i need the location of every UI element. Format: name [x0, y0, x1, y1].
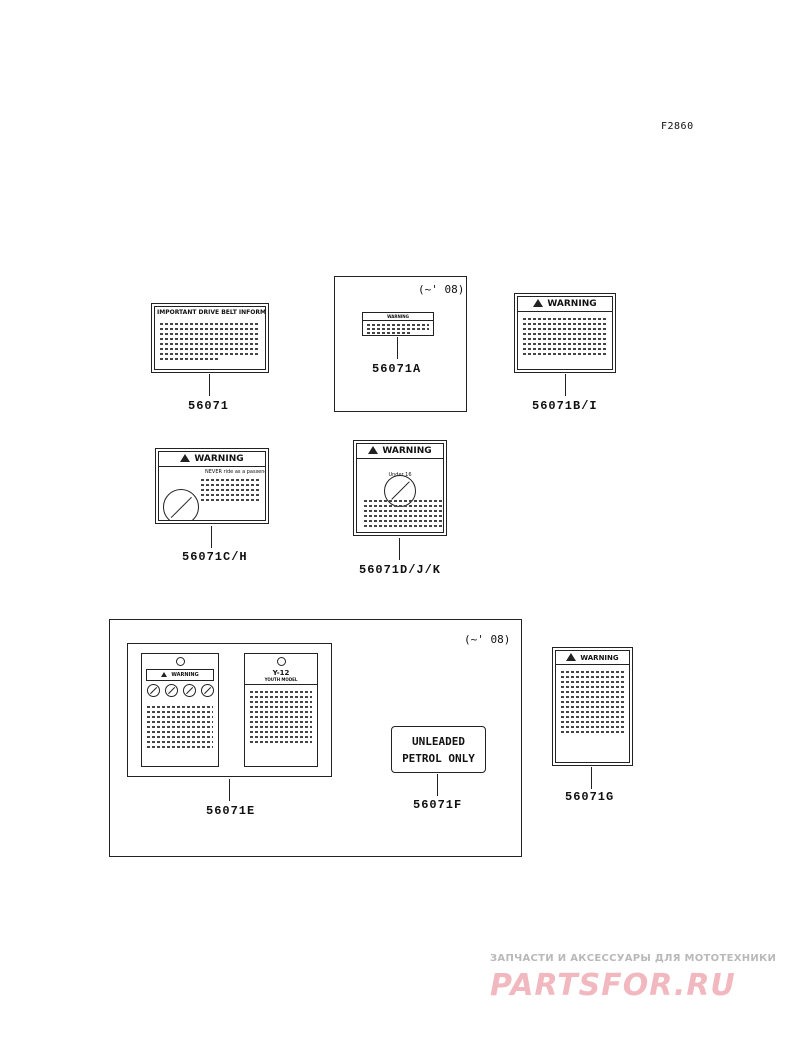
leader-line — [211, 526, 212, 548]
warning-heading: WARNING — [146, 669, 214, 681]
frame-56071E — [127, 643, 332, 777]
label-text-lines — [518, 312, 612, 361]
variant-note: (~' 08) — [464, 633, 511, 646]
pictogram-row — [144, 684, 216, 697]
label-56071F[interactable]: UNLEADED PETROL ONLY — [391, 726, 486, 773]
label-56071B-I[interactable]: WARNING — [514, 293, 616, 373]
part-number-56071C-H[interactable]: 56071C/H — [182, 550, 248, 564]
warning-heading: WARNING — [159, 452, 265, 467]
leader-line — [591, 767, 592, 789]
watermark-caption: ЗАПЧАСТИ И АКСЕССУАРЫ ДЛЯ МОТОТЕХНИКИ — [490, 953, 777, 964]
label-text-lines — [363, 321, 433, 335]
label-56071G[interactable]: WARNING — [552, 647, 633, 766]
variant-frame-56071E-F — [109, 619, 522, 857]
label-56071A[interactable]: WARNING — [362, 312, 434, 336]
label-56071E-tag-warning[interactable]: WARNING — [141, 653, 219, 767]
part-number-56071B-I[interactable]: 56071B/I — [532, 399, 598, 413]
warning-triangle-icon — [368, 446, 379, 454]
prohibition-icon — [146, 684, 160, 697]
part-number-56071A[interactable]: 56071A — [372, 362, 422, 376]
label-56071C-H[interactable]: WARNING NEVER ride as a passenger — [155, 448, 269, 524]
tag-hole-icon — [276, 657, 286, 666]
warning-heading: WARNING — [363, 313, 433, 321]
figure-code: F2860 — [661, 121, 694, 132]
warning-triangle-icon — [566, 653, 577, 661]
label-56071D-J-K[interactable]: WARNING Under 16 — [353, 440, 447, 536]
warning-heading: WARNING — [518, 297, 612, 312]
warning-triangle-icon — [533, 299, 544, 307]
y12-subtitle: YOUTH MODEL — [264, 677, 298, 682]
part-number-56071E[interactable]: 56071E — [206, 804, 256, 818]
no-passenger-icon — [163, 489, 199, 520]
warning-heading: WARNING — [357, 444, 443, 459]
leader-line — [565, 374, 566, 396]
label-text-lines — [359, 494, 443, 532]
passenger-warning-text: NEVER ride as a passenger — [205, 469, 266, 475]
leader-line — [209, 374, 210, 396]
watermark-logo: PARTSFOR.RU — [490, 968, 736, 1003]
tag-hole-icon — [175, 657, 185, 666]
part-number-56071[interactable]: 56071 — [188, 399, 230, 413]
variant-frame-56071A — [334, 276, 467, 412]
label-56071E-tag-youth[interactable]: Y-12 YOUTH MODEL — [244, 653, 318, 767]
label-text-lines — [201, 476, 261, 504]
under-age-text: Under 16 — [388, 472, 412, 478]
leader-line — [399, 538, 400, 560]
drive-belt-title: IMPORTANT DRIVE BELT INFORMATION — [157, 309, 265, 316]
label-text-lines — [155, 317, 265, 366]
leader-line — [229, 779, 230, 801]
warning-heading: WARNING — [556, 651, 629, 665]
part-number-56071G[interactable]: 56071G — [565, 790, 615, 804]
prohibition-icon — [164, 684, 178, 697]
label-text-lines — [245, 684, 317, 749]
prohibition-icon — [200, 684, 214, 697]
y12-title: Y-12 — [272, 669, 290, 677]
label-text-lines — [556, 665, 629, 739]
leader-line — [397, 337, 398, 359]
prohibition-icon — [182, 684, 196, 697]
warning-triangle-icon — [161, 672, 168, 677]
label-56071[interactable]: IMPORTANT DRIVE BELT INFORMATION — [151, 303, 269, 373]
variant-note: (~' 08) — [418, 283, 465, 296]
part-number-56071D-J-K[interactable]: 56071D/J/K — [359, 563, 442, 577]
part-number-56071F[interactable]: 56071F — [413, 798, 463, 812]
warning-triangle-icon — [180, 454, 191, 462]
leader-line — [437, 774, 438, 796]
label-text-lines — [142, 700, 218, 754]
